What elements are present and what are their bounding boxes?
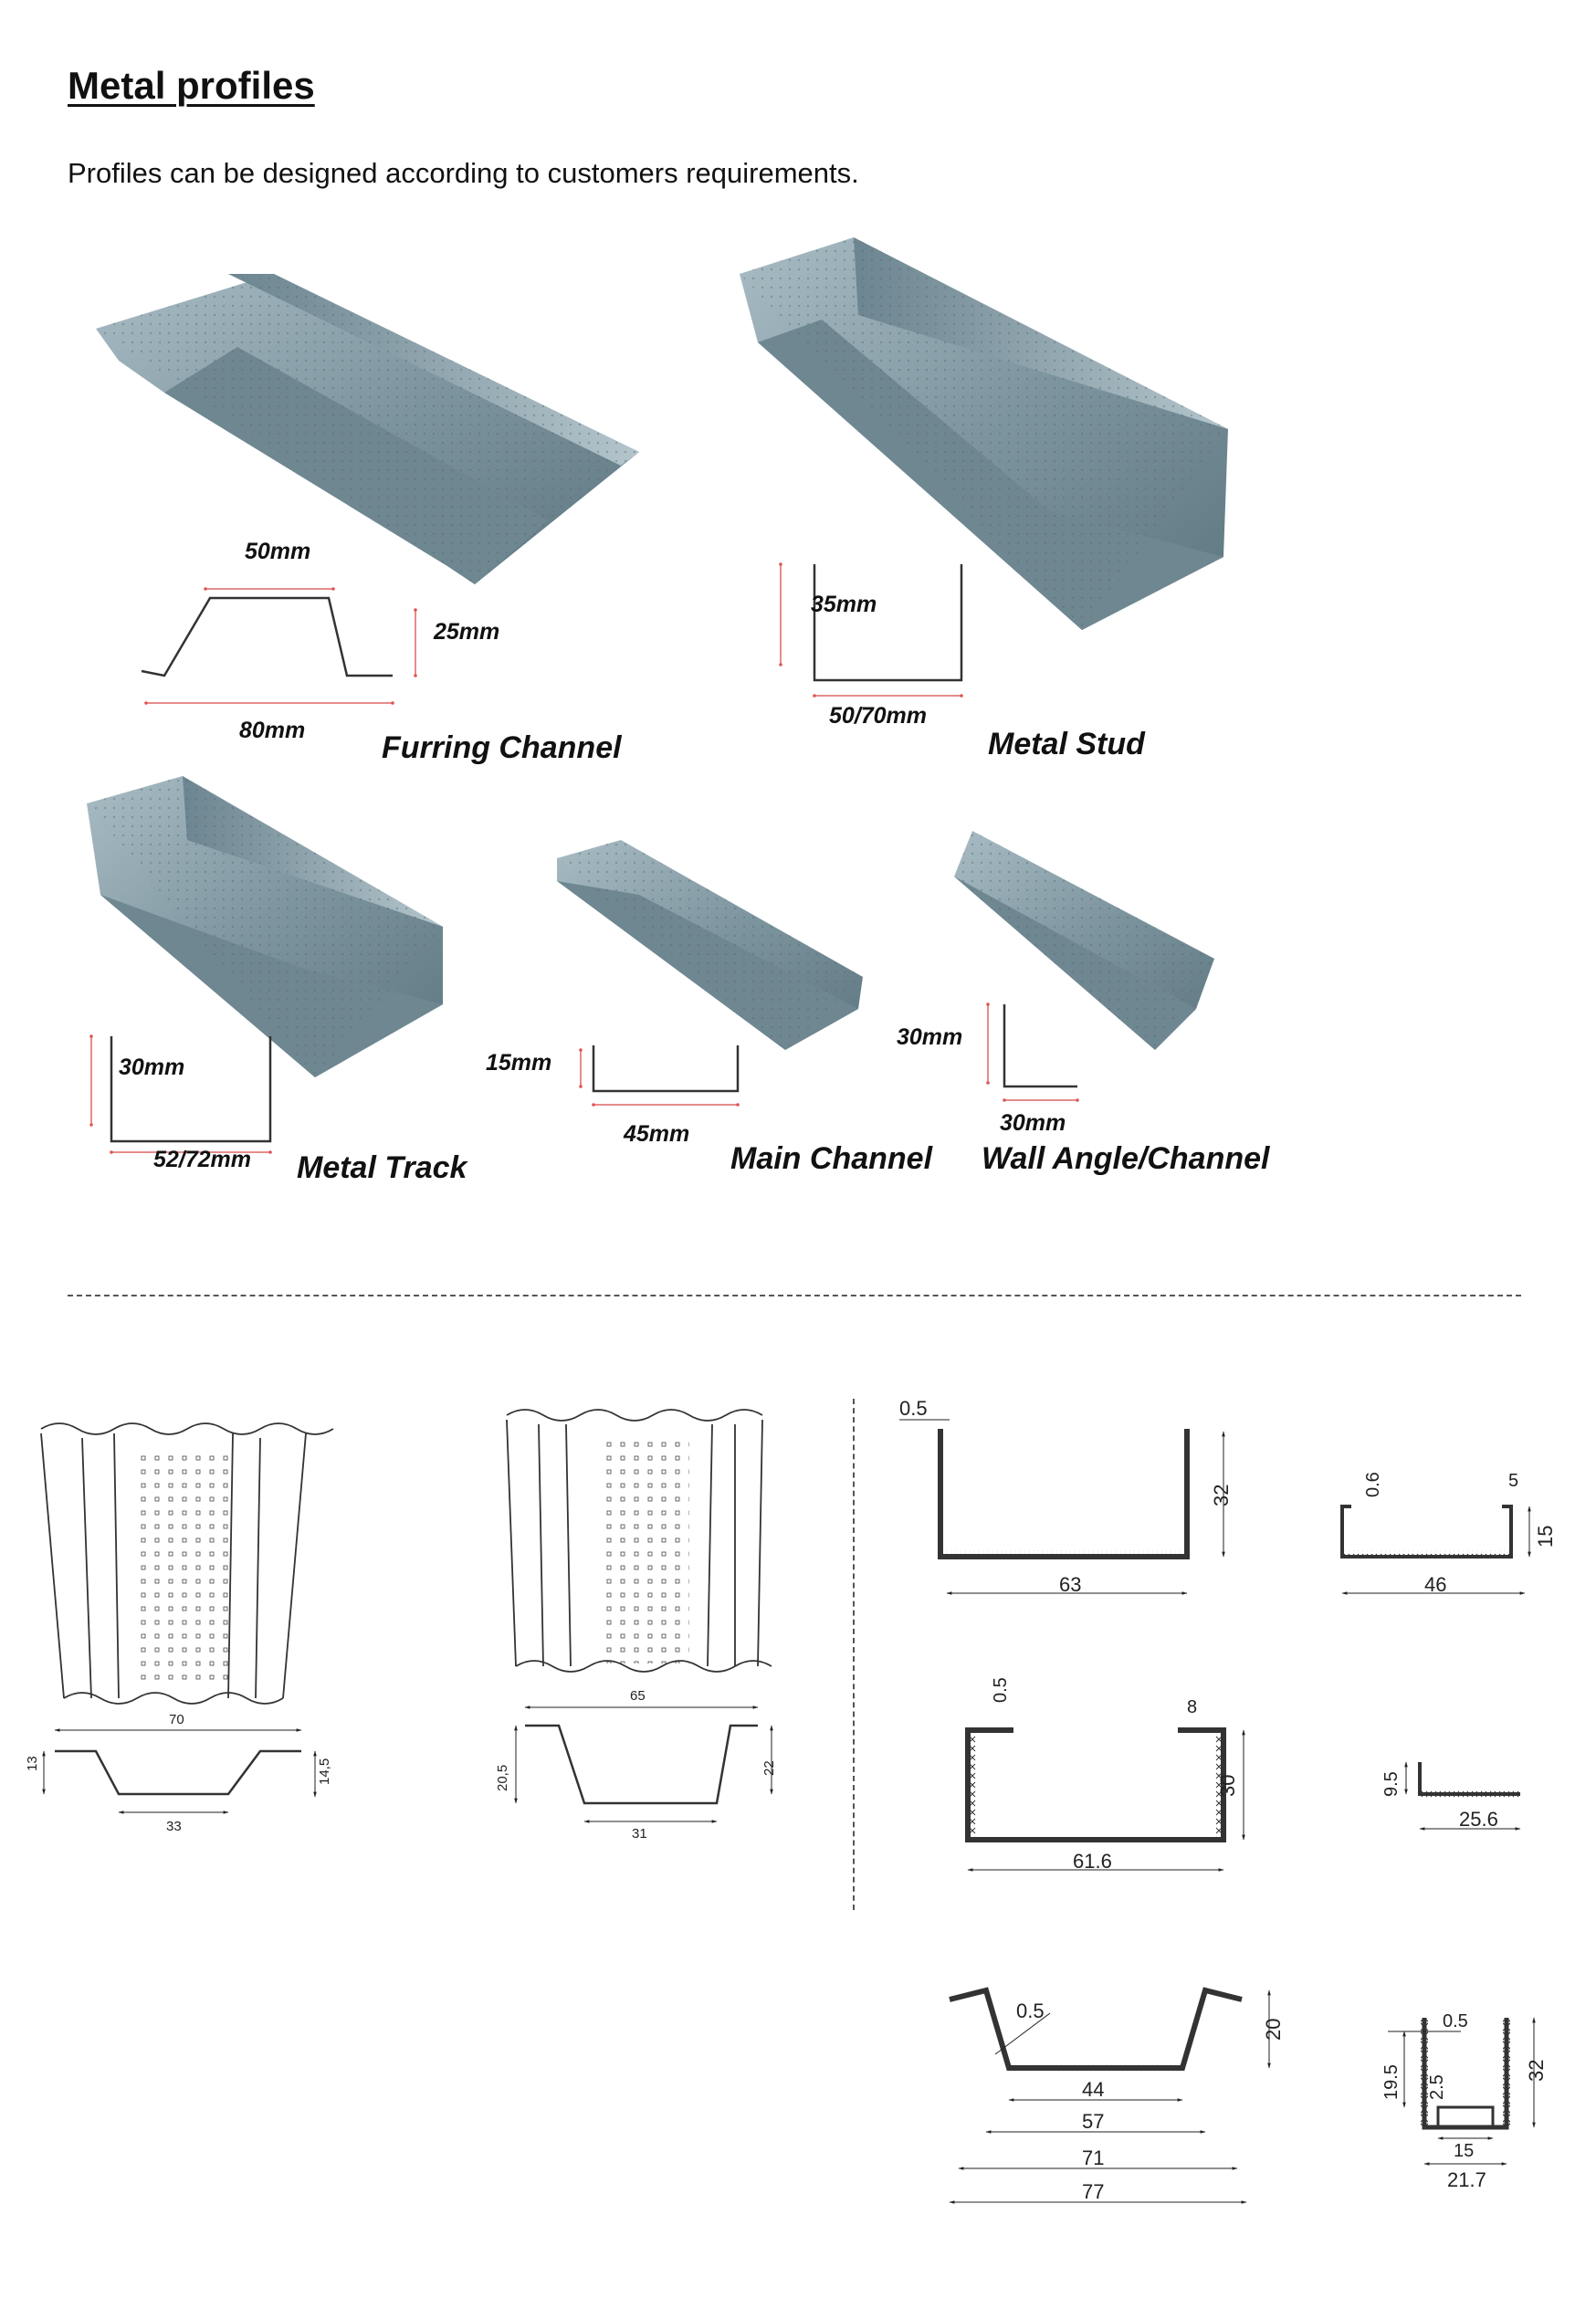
s5-thickness: 0.5: [1016, 1999, 1045, 2022]
s4-height: 9.5: [1381, 1771, 1402, 1797]
s5-w3: 71: [1082, 2146, 1104, 2169]
s5-w2: 57: [1082, 2110, 1104, 2133]
page-title: Metal profiles: [68, 64, 315, 107]
s2-thickness: 0.6: [1363, 1472, 1383, 1497]
p2-right-dim: 22: [761, 1760, 777, 1776]
page-subtitle: Profiles can be designed according to cu…: [68, 157, 859, 189]
s3-lip: 8: [1187, 1697, 1197, 1717]
s3-width: 61.6: [1073, 1850, 1112, 1873]
p2-left-dim: 20,5: [495, 1765, 510, 1791]
wall-angle-photo: [954, 831, 1214, 1050]
furring-dim-top: 50mm: [245, 539, 311, 564]
s5-height: 20: [1262, 2019, 1285, 2041]
wall-angle-label: Wall Angle/Channel: [982, 1141, 1270, 1176]
section-divider: [68, 1295, 1521, 1296]
p2-top-dim: 65: [630, 1688, 646, 1704]
main-dim-bottom: 45mm: [624, 1121, 690, 1147]
section-s6: [1388, 2017, 1536, 2166]
section-s5: [949, 1987, 1271, 2204]
column-divider: [853, 1399, 855, 1910]
furring-channel-label: Furring Channel: [382, 730, 622, 765]
p1-left-dim: 13: [25, 1756, 40, 1771]
p1-bottom-dim: 33: [166, 1819, 182, 1834]
s6-h3: 32: [1525, 2060, 1548, 2082]
metal-track-photo: [87, 776, 443, 1077]
dimension-lines: [89, 562, 1079, 1154]
s1-thickness: 0.5: [899, 1397, 928, 1420]
s6-thickness: 0.5: [1443, 2011, 1468, 2031]
s6-h1: 19.5: [1381, 2064, 1402, 2100]
s6-w2: 21.7: [1447, 2168, 1486, 2191]
s3-thickness: 0.5: [991, 1677, 1011, 1703]
main-channel-label: Main Channel: [730, 1141, 933, 1176]
section-s1: [899, 1419, 1225, 1595]
s6-h2: 2.5: [1427, 2074, 1447, 2100]
metal-stud-photo: [740, 237, 1228, 630]
s3-height: 30: [1216, 1775, 1239, 1797]
s4-width: 25.6: [1459, 1808, 1498, 1831]
stud-dim-bottom: 50/70mm: [829, 703, 928, 729]
section-s2: [1340, 1505, 1531, 1595]
section-s4: [1404, 1761, 1521, 1831]
section-s3: [965, 1727, 1245, 1872]
p1-right-dim: 14,5: [317, 1758, 332, 1785]
track-dim-side: 30mm: [119, 1055, 185, 1080]
furring-channel-photo: [96, 274, 639, 584]
s1-width: 63: [1059, 1573, 1081, 1596]
s2-height: 15: [1534, 1526, 1557, 1548]
p1-top-dim: 70: [169, 1712, 184, 1727]
metal-stud-label: Metal Stud: [988, 727, 1145, 761]
angle-dim-bottom: 30mm: [1000, 1110, 1066, 1136]
p2-bottom-dim: 31: [632, 1826, 647, 1842]
metal-track-label: Metal Track: [297, 1150, 467, 1185]
profile1-drawing: [40, 1422, 334, 1796]
s5-w4: 77: [1082, 2180, 1104, 2203]
track-dim-bottom: 52/72mm: [153, 1147, 252, 1172]
main-dim-side: 15mm: [486, 1050, 552, 1076]
main-channel-photo: [557, 840, 863, 1050]
profile2-drawing: [506, 1409, 772, 1805]
angle-dim-side: 30mm: [897, 1024, 963, 1050]
s1-height: 32: [1210, 1485, 1233, 1506]
s2-width: 46: [1424, 1573, 1446, 1596]
stud-dim-side: 35mm: [811, 592, 877, 617]
s5-w1: 44: [1082, 2078, 1104, 2101]
furring-dim-side: 25mm: [434, 619, 500, 645]
section-sketches: [110, 564, 1077, 1143]
s6-w1: 15: [1454, 2141, 1474, 2161]
profile-renderings: [87, 237, 1228, 1154]
s2-lip: 5: [1508, 1471, 1518, 1491]
furring-dim-bottom: 80mm: [239, 718, 306, 743]
